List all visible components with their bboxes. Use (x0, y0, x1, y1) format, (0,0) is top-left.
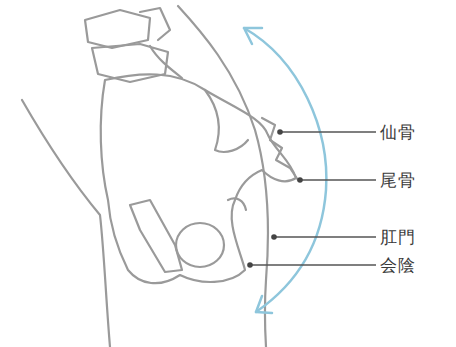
leader-dots (247, 129, 303, 268)
vertebra (140, 8, 170, 40)
part-label: 会陰 (380, 255, 416, 275)
back-outline (178, 6, 268, 347)
front-outline (22, 100, 110, 347)
leader-lines (250, 132, 376, 265)
ischium (228, 198, 246, 210)
vertebra (85, 10, 150, 48)
sacrum-curve (205, 90, 248, 152)
part-label: 仙骨 (380, 122, 416, 142)
hip-bone (101, 74, 296, 283)
part-label: 肛門 (380, 227, 416, 247)
blue-arrow (244, 28, 326, 313)
vertebra (150, 46, 182, 78)
part-label: 尾骨 (380, 170, 416, 190)
obturator-foramen (176, 223, 224, 267)
coccyx (262, 118, 298, 180)
pubis (130, 200, 182, 272)
